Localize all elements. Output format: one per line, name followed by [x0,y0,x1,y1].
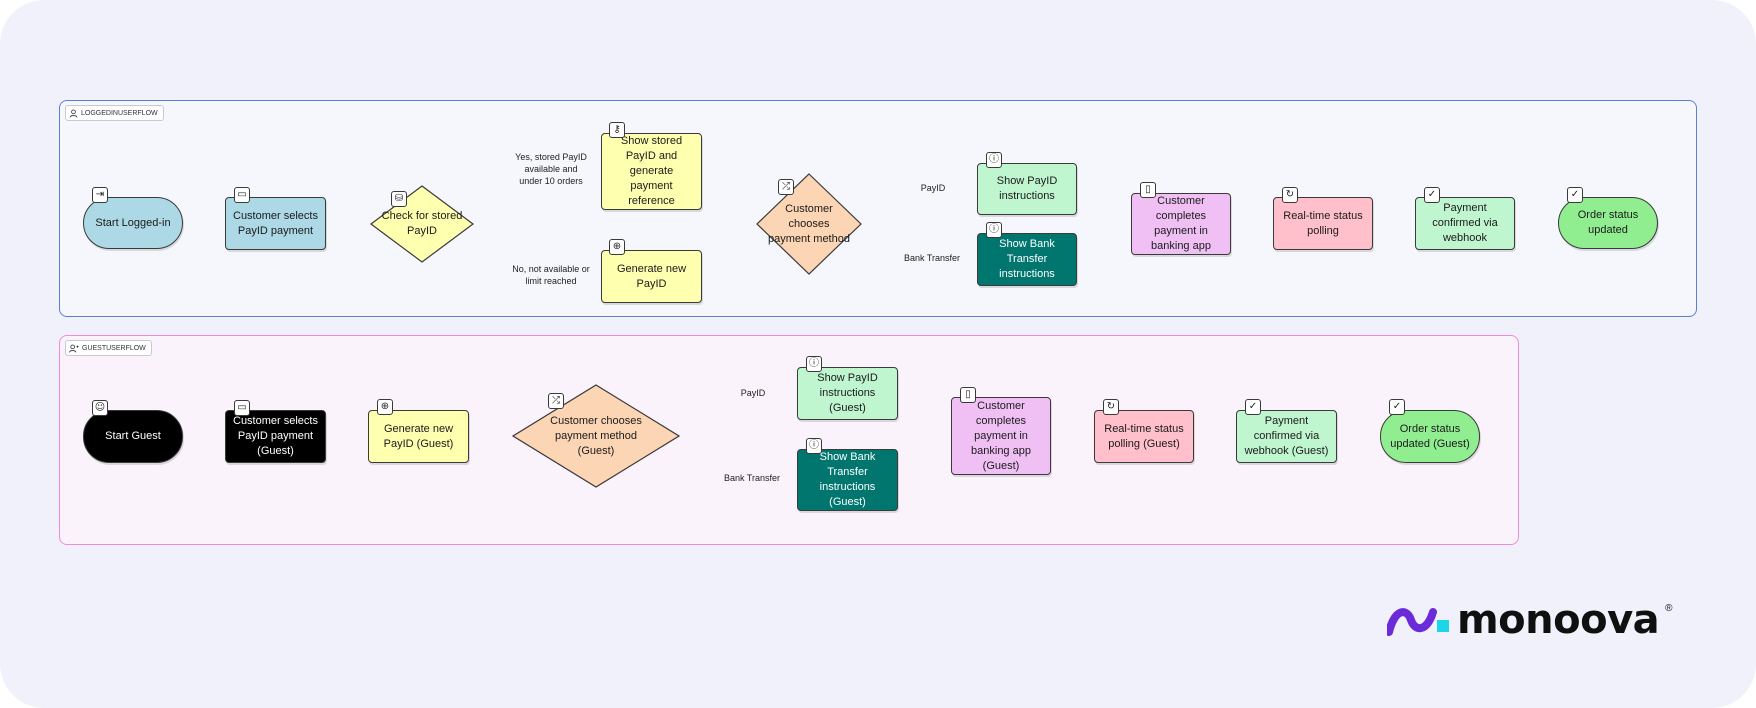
shuffle-icon: ⤮ [548,393,564,409]
check-stored-payid-label: Check for stored PayID [381,210,463,237]
guest-polling-label: Real-time status polling (Guest) [1104,422,1184,450]
check-icon: ✓ [1567,187,1583,203]
monoova-logo-mark [1387,608,1449,636]
phone-icon: ▯ [1140,182,1156,198]
show-payid-instructions-node[interactable]: Show PayID instructions [977,163,1077,215]
customer-completes-payment-node[interactable]: Customer completes payment in banking ap… [1131,193,1231,255]
database-icon: ⛁ [391,191,407,207]
check-circle-icon: ✓ [1245,399,1261,415]
payment-confirmed-node[interactable]: Payment confirmed via webhook [1415,197,1515,250]
guest-completes-payment-label: Customer completes payment in banking ap… [971,399,1031,472]
guest-selects-payid-node[interactable]: Customer selects PayID payment (Guest) [225,410,326,463]
guest-show-payid-label: Show PayID instructions (Guest) [817,372,878,414]
show-bank-transfer-label: Show Bank Transfer instructions [999,238,1055,280]
refresh-icon: ↻ [1282,187,1298,203]
generate-new-payid-node[interactable]: Generate new PayID [601,250,702,303]
check-icon: ✓ [1389,399,1405,415]
logo-registered-mark: ® [1665,603,1673,614]
real-time-polling-node[interactable]: Real-time status polling [1273,197,1373,250]
check-circle-icon: ✓ [1424,187,1440,203]
show-bank-transfer-node[interactable]: Show Bank Transfer instructions [977,233,1077,286]
guest-show-bank-label: Show Bank Transfer instructions (Guest) [819,451,876,508]
guest-flow-tag: GUESTUSERFLOW [65,340,152,356]
start-guest-label: Start Guest [105,430,161,442]
guest-show-bank-node[interactable]: Show Bank Transfer instructions (Guest) [797,449,898,511]
plus-circle-icon: ⊕ [377,399,393,415]
info-icon: ⓘ [806,356,822,372]
start-logged-in-label: Start Logged-in [95,216,171,229]
shuffle-icon: ⤮ [778,179,794,195]
monoova-logo: monoova ® [1387,597,1673,643]
check-stored-payid-decision[interactable]: Check for stored PayID [370,185,474,263]
show-stored-payid-node[interactable]: Show stored PayID and generate payment r… [601,133,702,210]
show-payid-instructions-label: Show PayID instructions [996,175,1058,202]
info-icon: ⓘ [986,152,1002,168]
customer-chooses-method-decision[interactable]: Customer chooses payment method [756,173,862,275]
phone-icon: ▯ [960,387,976,403]
logo-wordmark: monoova [1457,597,1660,643]
order-status-updated-node[interactable]: Order status updated [1558,197,1658,249]
user-plus-icon: ☺ [92,400,108,416]
start-guest-node[interactable]: Start Guest [83,410,183,463]
guest-flow-label: GUESTUSERFLOW [82,344,146,352]
user-plus-icon [69,344,79,353]
start-logged-in-node[interactable]: Start Logged-in [83,197,183,249]
guest-confirmed-node[interactable]: Payment confirmed via webhook (Guest) [1236,410,1337,463]
order-status-updated-label: Order status updated [1577,209,1639,236]
real-time-polling-label: Real-time status polling [1283,209,1363,237]
show-stored-payid-label: Show stored PayID and generate payment r… [620,135,683,207]
customer-completes-payment-label: Customer completes payment in banking ap… [1151,195,1211,252]
generate-new-payid-label: Generate new PayID [616,262,687,290]
guest-order-updated-node[interactable]: Order status updated (Guest) [1380,410,1480,463]
edge-label-bank-transfer: Bank Transfer [902,252,962,264]
edge-label-no-available: No, not available or limit reached [512,264,590,286]
logged-in-flow-label: LOGGEDINUSERFLOW [81,109,158,117]
customer-chooses-method-label: Customer chooses payment method [768,202,850,245]
user-icon [69,109,78,118]
guest-chooses-method-label: Customer chooses payment method (Guest) [550,414,642,457]
guest-chooses-method-decision[interactable]: Customer chooses payment method (Guest) [512,384,680,488]
edge-label-yes-stored: Yes, stored PayID available and under 10… [515,152,587,186]
guest-polling-node[interactable]: Real-time status polling (Guest) [1094,410,1194,463]
guest-generate-payid-node[interactable]: Generate new PayID (Guest) [368,410,469,463]
payment-confirmed-label: Payment confirmed via webhook [1432,202,1498,244]
plus-circle-icon: ⊕ [609,239,625,255]
guest-generate-payid-label: Generate new PayID (Guest) [383,422,454,450]
enter-icon: ⇥ [92,187,108,203]
card-icon: ▭ [234,400,250,416]
info-icon: ⓘ [806,438,822,454]
customer-selects-payid-label: Customer selects PayID payment [233,209,318,237]
edge-label-guest-payid: PayID [739,387,767,399]
key-icon: ⚷ [609,122,625,138]
edge-label-payid: PayID [919,182,947,194]
logged-in-flow-tag: LOGGEDINUSERFLOW [65,105,164,121]
guest-show-payid-node[interactable]: Show PayID instructions (Guest) [797,367,898,420]
guest-completes-payment-node[interactable]: Customer completes payment in banking ap… [951,397,1051,475]
refresh-icon: ↻ [1103,399,1119,415]
edge-label-guest-bank-transfer: Bank Transfer [722,472,782,484]
customer-selects-payid-node[interactable]: Customer selects PayID payment [225,197,326,250]
guest-order-updated-label: Order status updated (Guest) [1390,422,1470,450]
card-icon: ▭ [234,187,250,203]
info-icon: ⓘ [986,222,1002,238]
guest-confirmed-label: Payment confirmed via webhook (Guest) [1244,415,1329,457]
guest-selects-payid-label: Customer selects PayID payment (Guest) [233,415,318,457]
